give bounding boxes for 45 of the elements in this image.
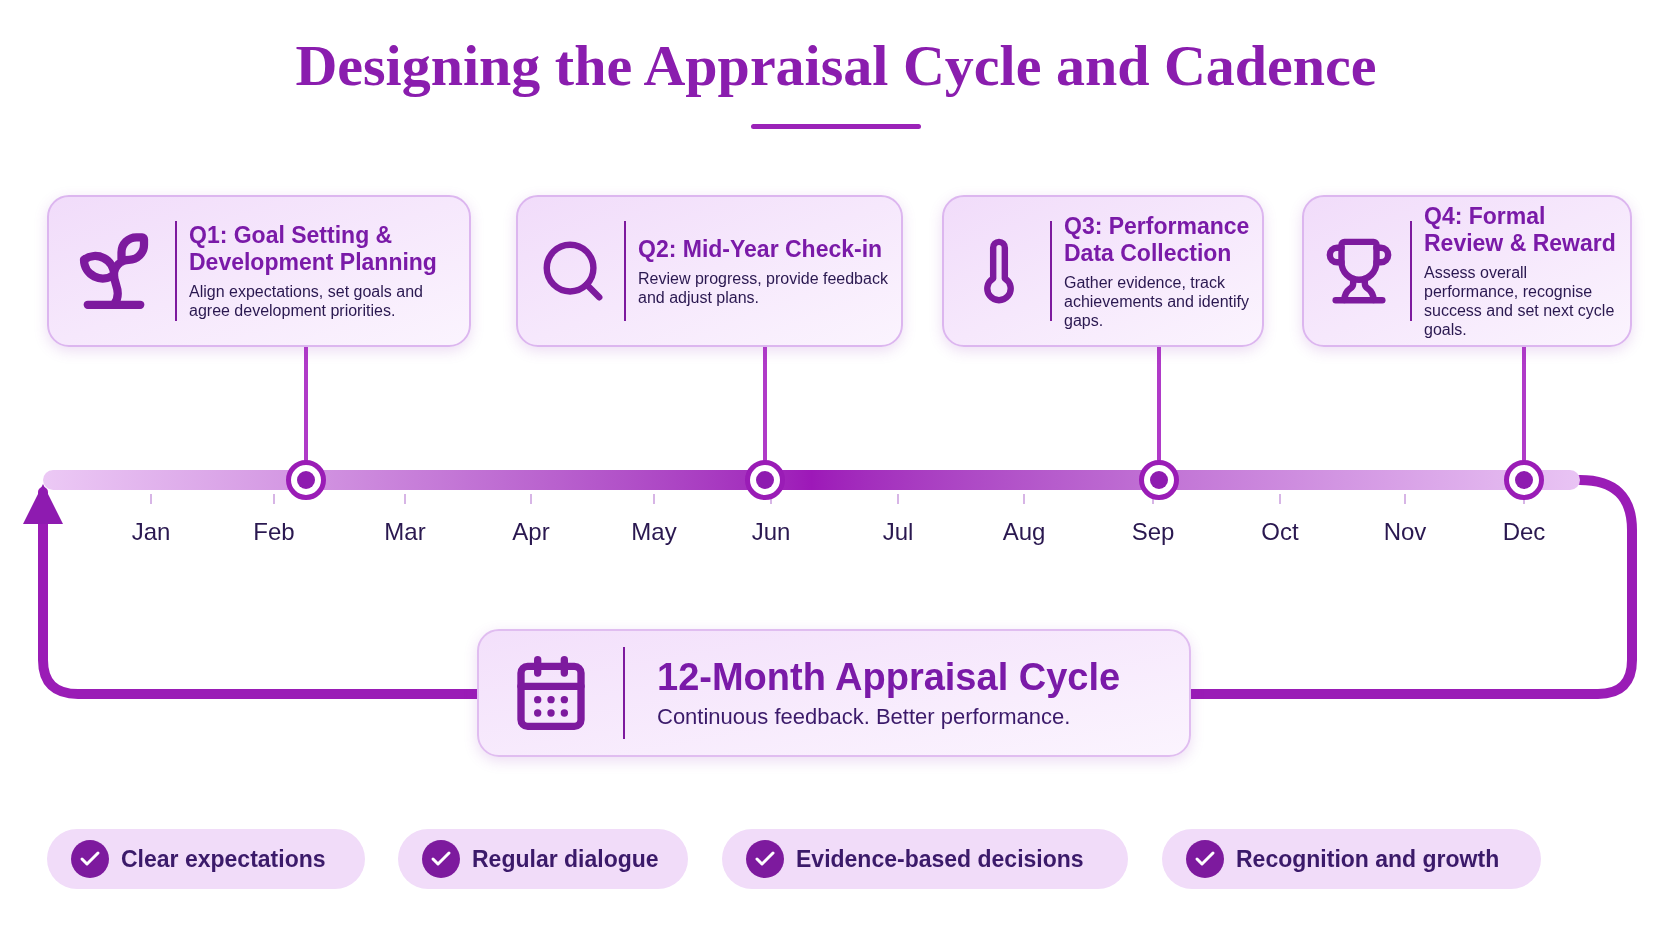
- summary-heading: 12-Month Appraisal Cycle: [657, 655, 1121, 699]
- connector-line: [1157, 345, 1161, 462]
- month-label: May: [630, 517, 678, 547]
- benefit-text: Recognition and growth: [1236, 844, 1500, 874]
- benefit-text: Regular dialogue: [472, 844, 659, 874]
- connector-line: [763, 345, 767, 462]
- card-description: Assess overall performance, recognise success and set next cycle goals.: [1424, 263, 1616, 339]
- month-label: Dec: [1501, 517, 1547, 547]
- card-heading: Q4: Formal Review & Reward: [1424, 203, 1617, 257]
- month-label: Jan: [130, 517, 172, 547]
- quarter-card: [942, 195, 1264, 347]
- connector-line: [304, 345, 308, 462]
- benefit-pill: [47, 829, 365, 889]
- timeline-bar: [43, 470, 1580, 490]
- month-label: Nov: [1382, 517, 1428, 547]
- month-label: Feb: [252, 517, 296, 547]
- milestone-marker: [1139, 460, 1179, 500]
- quarter-card: [516, 195, 903, 347]
- month-label: Oct: [1260, 517, 1300, 547]
- connector-line: [1522, 345, 1526, 462]
- milestone-marker: [1504, 460, 1544, 500]
- card-heading: Q1: Goal Setting & Development Planning: [189, 222, 438, 276]
- benefit-pill: [1162, 829, 1541, 889]
- month-label: Mar: [383, 517, 427, 547]
- month-label: Aug: [1001, 517, 1047, 547]
- card-description: Align expectations, set goals and agree development priorities.: [189, 282, 424, 320]
- cycle-summary-box: [477, 629, 1191, 757]
- month-label: Jun: [750, 517, 792, 547]
- benefit-pill: [398, 829, 688, 889]
- card-description: Review progress, provide feedback and adjust plans.: [638, 268, 889, 307]
- milestone-marker: [745, 460, 785, 500]
- title: Designing the Appraisal Cycle and Cadence: [295, 32, 1377, 100]
- quarter-card: [47, 195, 471, 347]
- month-label: Apr: [511, 517, 551, 547]
- card-heading: Q2: Mid-Year Check-in: [638, 235, 884, 263]
- quarter-card: [1302, 195, 1632, 347]
- benefit-pill: [722, 829, 1128, 889]
- card-description: Gather evidence, track achievements and identify gaps.: [1064, 272, 1250, 330]
- benefit-text: Clear expectations: [121, 844, 326, 874]
- month-label: Jul: [881, 517, 915, 547]
- summary-tagline: Continuous feedback. Better performance.: [657, 703, 1072, 731]
- card-heading: Q3: Performance Data Collection: [1064, 212, 1251, 267]
- milestone-marker: [286, 460, 326, 500]
- benefit-text: Evidence-based decisions: [796, 844, 1084, 874]
- month-label: Sep: [1130, 517, 1176, 547]
